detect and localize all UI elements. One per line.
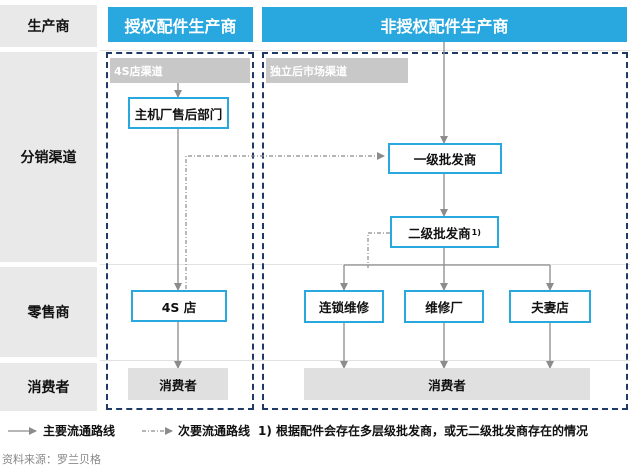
consumer-box-right: 消费者 <box>304 368 590 400</box>
consumer-box-left-label: 消费者 <box>159 377 197 393</box>
node-family-shop-label: 夫妻店 <box>531 300 569 315</box>
legend-main-route-label: 主要流通路线 <box>43 424 116 438</box>
node-4s-store: 4S 店 <box>131 290 227 322</box>
channel-band-4s: 4S店渠道 <box>110 58 250 83</box>
node-first-wholesaler-label: 一级批发商 <box>413 152 477 167</box>
node-chain-repair-label: 连锁维修 <box>318 300 369 315</box>
row-label-consumer-text: 消费者 <box>27 380 70 396</box>
consumer-box-left: 消费者 <box>128 368 228 400</box>
node-repair-shop: 维修厂 <box>404 290 484 323</box>
header-authorized-producer: 授权配件生产商 <box>108 7 253 42</box>
channel-band-4s-label: 4S店渠道 <box>114 64 163 78</box>
node-4s-store-label: 4S 店 <box>161 299 197 315</box>
node-oem-after-sales-label: 主机厂售后部门 <box>134 106 223 122</box>
row-label-distribution: 分销渠道 <box>0 52 97 262</box>
legend-footnote: 1) 根据配件会存在多层级批发商，或无二级批发商存在的情况 <box>258 424 589 438</box>
node-first-wholesaler: 一级批发商 <box>388 143 502 174</box>
node-repair-shop-label: 维修厂 <box>425 300 463 315</box>
row-label-producer: 生产商 <box>0 5 97 47</box>
consumer-box-right-label: 消费者 <box>428 377 466 393</box>
channel-band-aftermarket-label: 独立后市场渠道 <box>270 64 347 78</box>
header-unauthorized-producer: 非授权配件生产商 <box>262 7 627 42</box>
row-separator <box>100 360 630 361</box>
node-family-shop: 夫妻店 <box>509 290 591 323</box>
row-label-distribution-text: 分销渠道 <box>20 150 77 166</box>
secondary-route-arrow <box>185 152 385 289</box>
node-oem-after-sales: 主机厂售后部门 <box>128 97 229 129</box>
row-label-retailer-text: 零售商 <box>27 305 70 321</box>
footnote-marker: 1) <box>471 227 481 237</box>
channel-band-aftermarket: 独立后市场渠道 <box>266 58 408 83</box>
region-4s-channel <box>106 52 254 410</box>
region-aftermarket-channel <box>262 52 628 410</box>
node-chain-repair: 连锁维修 <box>304 290 384 323</box>
secondary-route-arrow <box>367 232 390 268</box>
source-note: 资料来源：罗兰贝格 <box>2 453 101 466</box>
row-label-consumer: 消费者 <box>0 363 97 411</box>
header-authorized-text: 授权配件生产商 <box>124 16 237 36</box>
row-label-producer-text: 生产商 <box>27 19 70 35</box>
legend-secondary-route-label: 次要流通路线 <box>178 424 251 438</box>
header-unauthorized-text: 非授权配件生产商 <box>380 16 509 36</box>
row-label-retailer: 零售商 <box>0 267 97 357</box>
row-separator <box>100 50 630 51</box>
node-second-wholesaler-label: 二级批发商 <box>408 225 471 241</box>
